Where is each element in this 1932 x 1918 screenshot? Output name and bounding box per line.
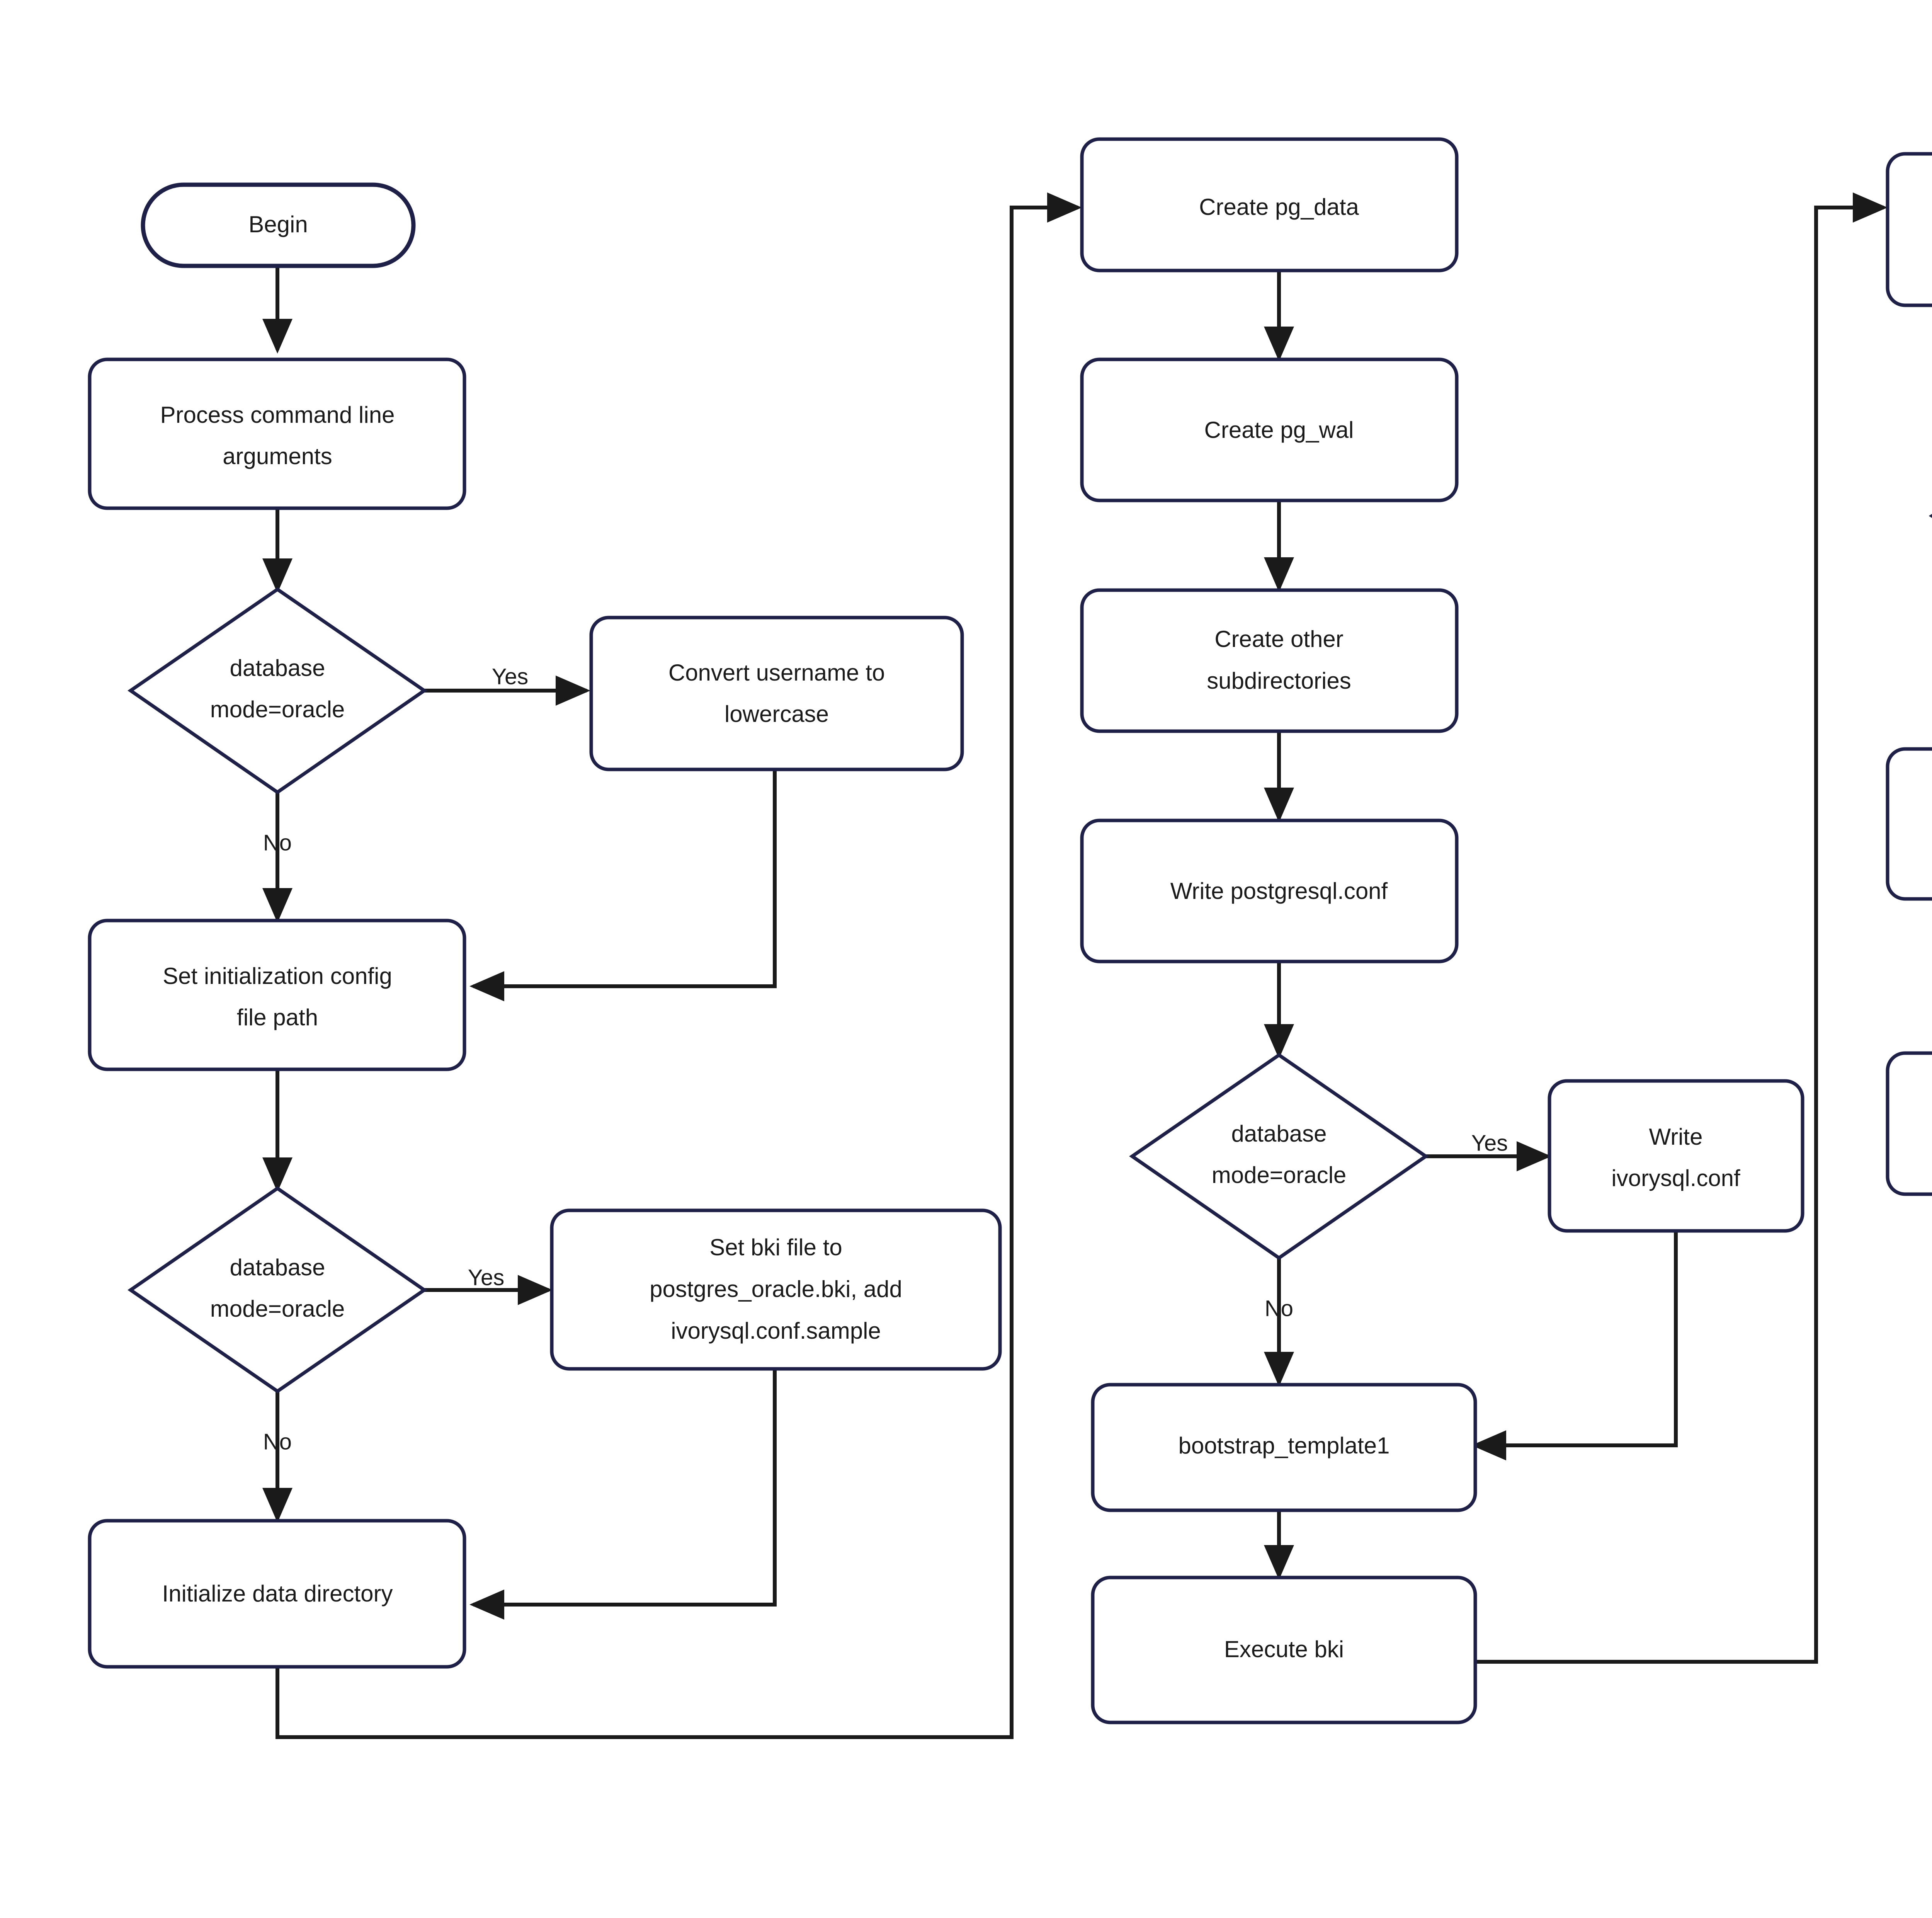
edge-set-bki-file-to-init-data-dir (469, 1368, 777, 1620)
edge-label-decision-2-yes: Yes (468, 1265, 505, 1290)
node-decision-1-line-1: database (230, 655, 325, 681)
node-process-args[interactable]: Process command line arguments (88, 357, 466, 510)
node-create-pg-wal[interactable]: Create pg_wal (1080, 357, 1459, 502)
node-convert-username-line-1: Convert username to (668, 660, 885, 686)
node-decision-3-line-1: database (1231, 1121, 1327, 1147)
node-set-bki-file-line-1: Set bki file to (709, 1234, 842, 1260)
node-decision-3-line-2: mode=oracle (1212, 1162, 1347, 1188)
node-bootstrap-template1[interactable]: bootstrap_template1 (1091, 1383, 1477, 1512)
node-decision-3[interactable]: database mode=oracle (1129, 1053, 1429, 1260)
node-execute-bki[interactable]: Execute bki (1091, 1576, 1477, 1724)
node-init-data-dir-label: Initialize data directory (162, 1581, 393, 1607)
node-print-completion[interactable]: Print completion message (1886, 1051, 1932, 1196)
node-set-bki-file-line-3: ivorysql.conf.sample (671, 1318, 881, 1344)
node-create-pg-data[interactable]: Create pg_data (1080, 137, 1459, 272)
node-decision-1[interactable]: database mode=oracle (128, 587, 427, 795)
node-load-template0[interactable]: Load template0, postgres, ivorysql datab… (1886, 747, 1932, 901)
node-set-config-path-line-2: file path (237, 1004, 318, 1030)
node-set-config-path-line-1: Set initialization config (163, 963, 392, 989)
node-write-ivorysql-conf[interactable]: Write ivorysql.conf (1548, 1079, 1804, 1233)
node-write-postgresql-conf[interactable]: Write postgresql.conf (1080, 819, 1459, 963)
edge-execute-bki-to-init-db-objects (1475, 192, 1888, 1664)
node-set-config-path[interactable]: Set initialization config file path (88, 919, 466, 1071)
node-decision-2-line-2: mode=oracle (210, 1296, 345, 1322)
node-init-db-objects[interactable]: Initialize database objects (1886, 152, 1932, 307)
node-create-subdirs-line-2: subdirectories (1207, 668, 1351, 694)
edge-convert-username-to-set-config-path (469, 769, 777, 1001)
node-process-args-line-1: Process command line (160, 402, 395, 428)
node-decision-1-line-2: mode=oracle (210, 696, 345, 722)
node-write-ivorysql-conf-line-2: ivorysql.conf (1611, 1165, 1740, 1191)
node-process-args-line-2: arguments (223, 443, 332, 469)
node-write-ivorysql-conf-line-1: Write (1649, 1124, 1703, 1150)
node-write-postgresql-conf-label: Write postgresql.conf (1170, 878, 1388, 904)
node-set-bki-file[interactable]: Set bki file to postgres_oracle.bki, add… (550, 1208, 1002, 1371)
node-create-subdirs-line-1: Create other (1214, 626, 1344, 652)
node-create-pg-data-label: Create pg_data (1199, 194, 1359, 220)
node-bootstrap-template1-label: bootstrap_template1 (1178, 1433, 1389, 1458)
connectors (262, 192, 1888, 1739)
node-create-subdirs[interactable]: Create other subdirectories (1080, 588, 1459, 733)
edge-init-data-dir-to-create-pg-data (276, 192, 1082, 1739)
edge-label-decision-1-no: No (263, 830, 292, 855)
node-decision-2-line-1: database (230, 1254, 325, 1280)
edge-write-ivorysql-conf-to-bootstrap-template1 (1471, 1230, 1678, 1460)
node-convert-username[interactable]: Convert username to lowercase (589, 616, 964, 771)
node-convert-username-line-2: lowercase (724, 701, 829, 727)
node-set-bki-file-line-2: postgres_oracle.bki, add (650, 1276, 902, 1302)
node-decision-2[interactable]: database mode=oracle (128, 1186, 427, 1394)
edge-label-decision-3-no: No (1265, 1296, 1293, 1321)
edge-label-decision-1-yes: Yes (492, 664, 529, 689)
node-create-pg-wal-label: Create pg_wal (1204, 417, 1354, 443)
node-execute-bki-label: Execute bki (1224, 1636, 1344, 1662)
node-init-data-dir[interactable]: Initialize data directory (88, 1519, 466, 1669)
node-begin-label: Begin (248, 211, 308, 237)
edge-label-decision-2-no: No (263, 1429, 292, 1454)
edge-label-decision-3-yes: Yes (1471, 1130, 1508, 1156)
node-begin[interactable]: Begin (141, 182, 416, 268)
